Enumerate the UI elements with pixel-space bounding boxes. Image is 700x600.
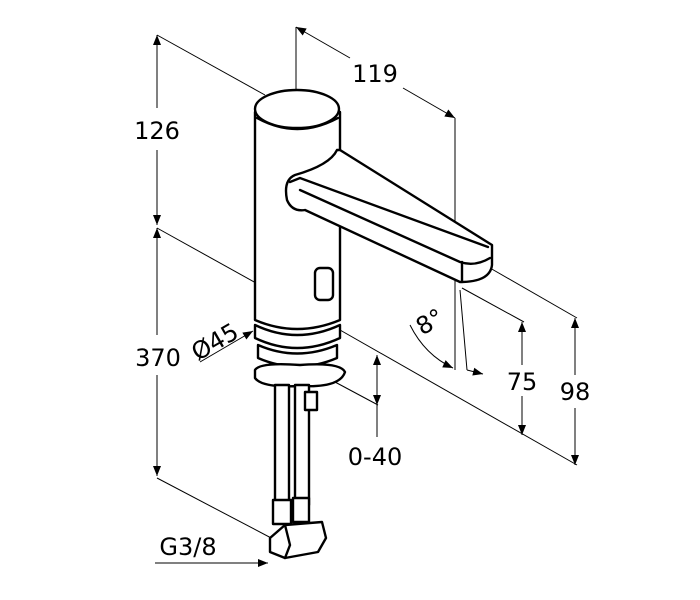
faucet-body	[253, 88, 494, 560]
sensor-window	[313, 266, 335, 302]
dimension-126: 126	[134, 35, 180, 225]
dimension-119: 119	[295, 26, 456, 119]
dimension-diameter-45: Ø45	[187, 318, 254, 367]
dim-8-label: 8°	[411, 303, 449, 341]
dimension-370: 370	[135, 228, 181, 476]
dim-119-label: 119	[352, 60, 398, 88]
dim-126-label: 126	[134, 117, 180, 145]
dimension-98: 98	[560, 318, 591, 465]
thread-label: G3/8	[159, 533, 216, 561]
dim-370-label: 370	[135, 344, 181, 372]
dim-diameter-label: Ø45	[187, 318, 244, 367]
dimension-thread: G3/8	[155, 533, 268, 567]
extension-lines	[156, 27, 578, 541]
dim-98-label: 98	[560, 378, 591, 406]
dimension-angle-8: 8°	[409, 289, 484, 376]
dimension-75: 75	[507, 322, 538, 435]
dimension-0-40: 0-40	[348, 355, 402, 471]
dim-75-label: 75	[507, 368, 538, 396]
dim-0-40-label: 0-40	[348, 443, 402, 471]
